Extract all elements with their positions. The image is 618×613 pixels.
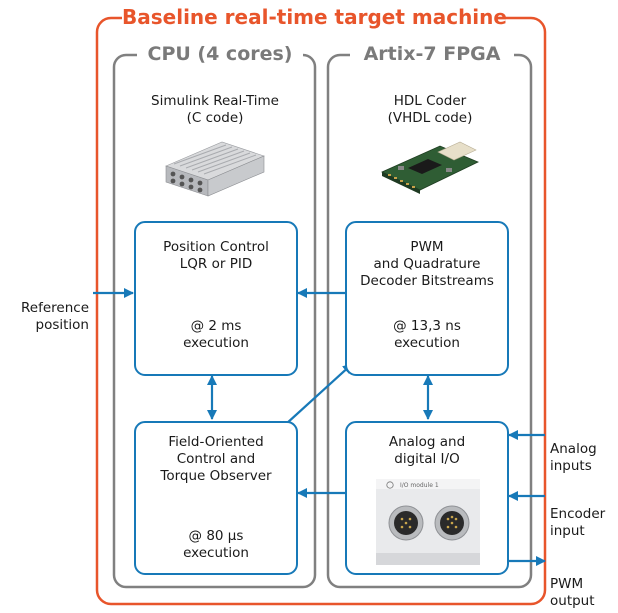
io-line1: Analog and xyxy=(388,434,466,450)
foc-block[interactable]: Field-Oriented Control and Torque Observ… xyxy=(134,421,298,575)
pwm-rate: @ 13,3 ns xyxy=(393,318,461,334)
io-connector-photo: I/O module 1 xyxy=(376,479,480,565)
position-control-line2: LQR or PID xyxy=(179,256,253,272)
position-control-block[interactable]: Position Control LQR or PID @ 2 ms execu… xyxy=(134,221,298,376)
cpu-title: CPU (4 cores) xyxy=(137,45,303,64)
pwm-rate-label: execution xyxy=(394,335,460,351)
arrow-foc-to-pwm xyxy=(285,363,353,425)
pwm-line3: Decoder Bitstreams xyxy=(360,273,494,289)
fpga-subtitle-line1: HDL Coder xyxy=(393,93,467,109)
io-line2: digital I/O xyxy=(394,451,460,467)
outer-title: Baseline real-time target machine xyxy=(122,5,507,29)
reference-label-line1: Reference xyxy=(21,300,89,316)
foc-line2: Control and xyxy=(176,451,256,467)
pwm-block[interactable]: PWM and Quadrature Decoder Bitstreams @ … xyxy=(345,221,509,376)
fpga-subtitle-line2: (VHDL code) xyxy=(387,110,473,126)
pwm-output-line2: output xyxy=(550,593,595,609)
cpu-subtitle-line2: (C code) xyxy=(186,110,244,126)
cpu-subtitle-line1: Simulink Real-Time xyxy=(151,93,279,109)
position-control-rate: @ 2 ms xyxy=(190,318,242,334)
position-control-line1: Position Control xyxy=(163,239,269,255)
pwm-line1: PWM xyxy=(410,239,444,255)
reference-label-line2: position xyxy=(35,317,89,333)
analog-inputs-line2: inputs xyxy=(550,458,592,474)
pwm-output-line1: PWM xyxy=(550,576,584,592)
foc-rate: @ 80 µs xyxy=(188,528,244,544)
foc-line1: Field-Oriented xyxy=(168,434,264,450)
position-control-rate-label: execution xyxy=(183,335,249,351)
pwm-line2: and Quadrature xyxy=(373,256,481,272)
target-computer-photo xyxy=(165,141,265,197)
io-module-label: I/O module 1 xyxy=(400,482,439,489)
io-block[interactable]: Analog and digital I/O I/O module 1 xyxy=(345,421,509,575)
analog-inputs-line1: Analog xyxy=(550,441,597,457)
encoder-input-line1: Encoder xyxy=(550,506,606,522)
encoder-input-line2: input xyxy=(550,523,585,539)
fpga-title: Artix-7 FPGA xyxy=(350,45,514,64)
fpga-board-photo xyxy=(381,141,479,194)
foc-line3: Torque Observer xyxy=(160,468,272,484)
foc-rate-label: execution xyxy=(183,545,249,561)
